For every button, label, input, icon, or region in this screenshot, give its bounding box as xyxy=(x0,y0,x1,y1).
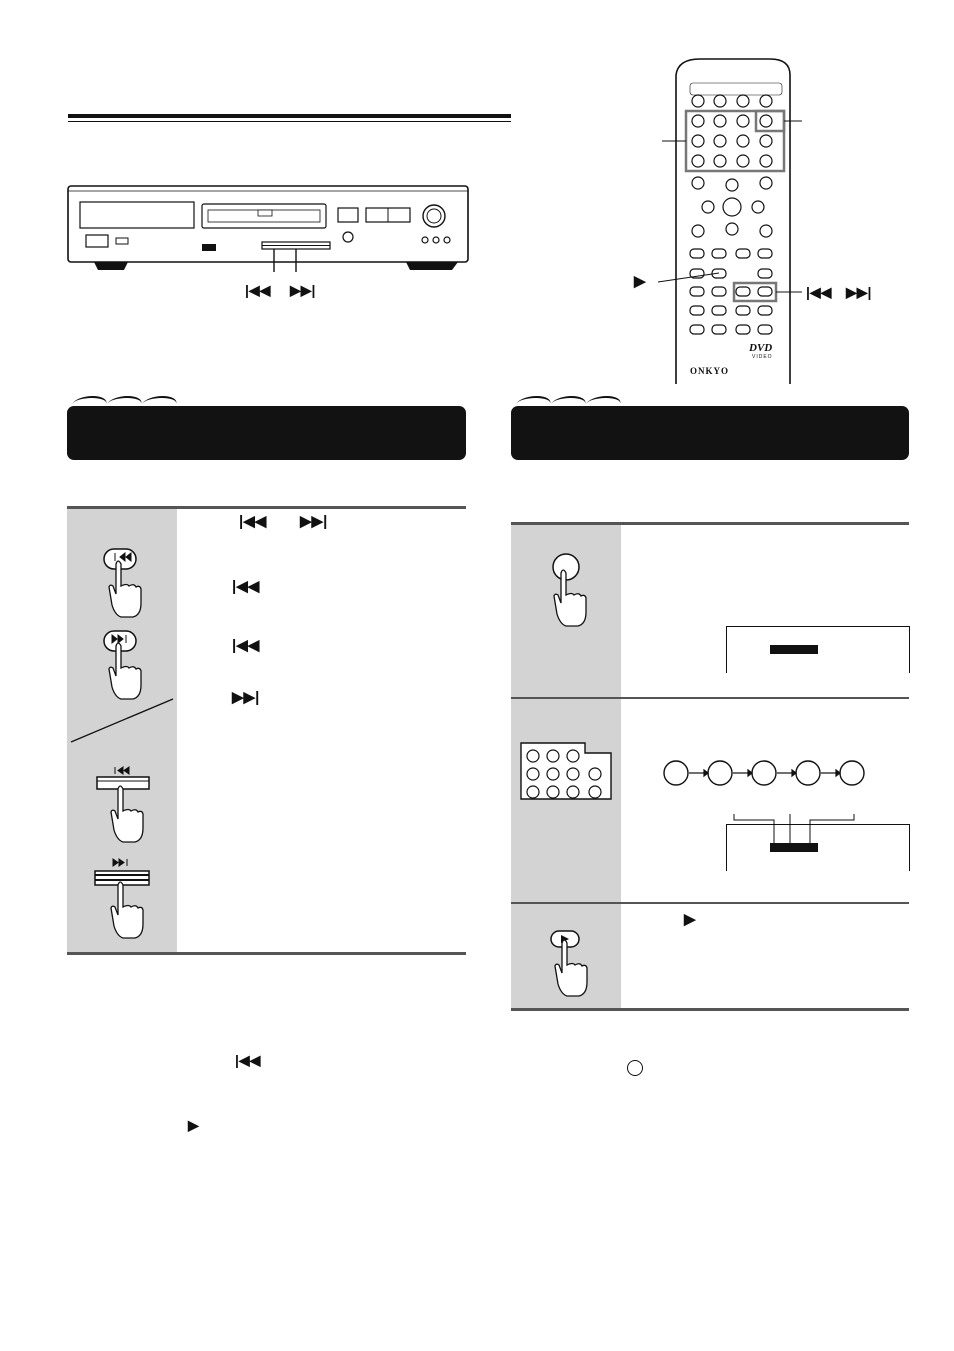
section-title-rule xyxy=(68,114,511,118)
right-step-divider-1 xyxy=(511,697,909,699)
dvd-player-illustration xyxy=(67,185,469,272)
player-next-press-icon xyxy=(94,858,150,939)
left-panel-bottom-rule xyxy=(67,952,466,955)
left-panel-top-rule xyxy=(67,506,466,509)
player-prev-label: |◀◀ xyxy=(245,282,271,298)
inline-prev-icon-1: |◀◀ xyxy=(239,513,267,530)
osd-display-1 xyxy=(726,626,910,673)
right-step-2-panel xyxy=(511,699,621,902)
number-keypad-icon xyxy=(520,742,612,800)
inline-prev-icon-2: |◀◀ xyxy=(232,578,260,595)
inline-prev-icon-3: |◀◀ xyxy=(232,637,260,654)
osd-highlight-1 xyxy=(770,645,818,654)
remote-prev-label: |◀◀ xyxy=(806,284,832,300)
remote-brand: ONKYO xyxy=(690,366,730,376)
remote-next-press-icon xyxy=(103,630,142,700)
remote-next-label: ▶▶| xyxy=(846,284,872,300)
right-section-banner xyxy=(511,406,909,460)
osd-display-2 xyxy=(726,824,910,871)
player-prev-press-icon xyxy=(96,766,150,843)
right-step-divider-2 xyxy=(511,902,909,904)
right-step-illustrations xyxy=(520,553,612,997)
remote-control-illustration xyxy=(657,58,802,384)
player-next-label: ▶▶| xyxy=(290,282,316,298)
note-button-icon xyxy=(627,1060,643,1076)
remote-prev-press-icon xyxy=(103,548,142,618)
inline-next-icon-2: ▶▶| xyxy=(232,689,260,706)
inline-play-icon: ▶ xyxy=(684,911,696,928)
section-title-rule-thin xyxy=(68,121,511,122)
remote-play-label: ▶ xyxy=(634,273,646,290)
left-section-banner xyxy=(67,406,466,460)
number-entry-sequence xyxy=(663,760,865,786)
osd-highlight-2 xyxy=(770,843,818,852)
dvd-logo-sub: VIDEO xyxy=(752,354,773,360)
dvd-logo: DVD xyxy=(749,342,773,354)
osd-callout-brackets xyxy=(733,814,855,846)
note-prev-icon: |◀◀ xyxy=(235,1052,261,1068)
play-button-press-icon xyxy=(550,930,588,997)
right-panel-bottom-rule xyxy=(511,1008,909,1011)
note-play-icon: ▶ xyxy=(188,1117,199,1133)
round-button-press-icon xyxy=(552,553,587,627)
right-panel-top-rule xyxy=(511,522,909,525)
left-step-illustrations xyxy=(70,548,174,939)
inline-next-icon-1: ▶▶| xyxy=(300,513,328,530)
